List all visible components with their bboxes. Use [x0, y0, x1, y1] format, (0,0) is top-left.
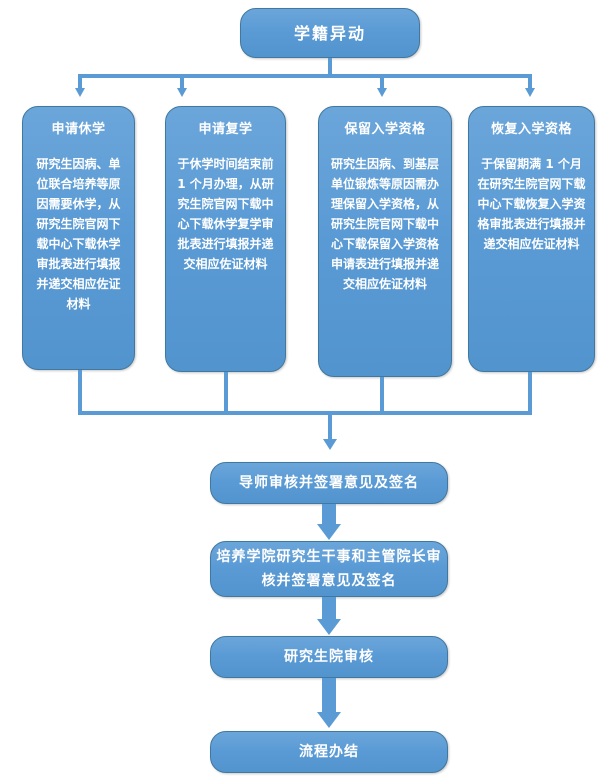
node-branch-4-title: 恢复入学资格: [490, 122, 572, 137]
connector-merge-riser-3: [380, 377, 384, 414]
node-branch-3-body: 研究生因病、到基层单位锻炼等原因需办理保留入学资格，从研究生院官网下载中心下载保…: [330, 157, 439, 291]
connector-branch-drop-3: [380, 74, 384, 90]
node-root-academic-status-change[interactable]: 学籍异动: [240, 8, 420, 58]
node-branch-2-title: 申请复学: [198, 122, 253, 137]
connector-merge-riser-4: [528, 372, 532, 414]
connector-root-stem: [328, 58, 332, 78]
connector-step1-to-step2: [322, 504, 336, 526]
connector-merge-stem: [328, 411, 332, 441]
connector-merge-riser-2: [224, 372, 228, 414]
arrow-branch-2: [177, 88, 187, 97]
arrow-merge-to-advisor: [323, 439, 337, 450]
arrow-branch-3: [377, 88, 387, 97]
node-step-2-label: 培养学院研究生干事和主管院长审核并签署意见及签名: [216, 549, 442, 589]
node-branch-retain-admission[interactable]: 保留入学资格 研究生因病、到基层单位锻炼等原因需办理保留入学资格，从研究生院官网…: [318, 106, 452, 377]
node-step-advisor-review[interactable]: 导师审核并签署意见及签名: [210, 462, 448, 504]
connector-merge-riser-1: [78, 370, 82, 414]
node-branch-1-body: 研究生因病、单位联合培养等原因需要休学，从研究生院官网下载中心下载休学审批表进行…: [36, 157, 121, 311]
node-step-3-label: 研究生院审核: [284, 649, 374, 665]
node-branch-apply-suspension[interactable]: 申请休学 研究生因病、单位联合培养等原因需要休学，从研究生院官网下载中心下载休学…: [22, 106, 135, 370]
arrow-branch-1: [75, 88, 85, 97]
connector-branch-bar: [78, 74, 530, 78]
connector-step2-to-step3: [322, 597, 336, 621]
connector-merge-bar: [78, 411, 532, 415]
connector-branch-drop-2: [180, 74, 184, 90]
node-branch-2-body: 于休学时间结束前 1 个月办理，从研究生院官网下载中心下载休学复学审批表进行填报…: [177, 157, 274, 271]
arrow-step3-to-step4: [317, 712, 341, 728]
arrow-step2-to-step3: [317, 619, 341, 635]
node-branch-apply-resumption[interactable]: 申请复学 于休学时间结束前 1 个月办理，从研究生院官网下载中心下载休学复学审批…: [165, 106, 286, 372]
connector-branch-drop-1: [78, 74, 82, 90]
node-step-process-complete[interactable]: 流程办结: [210, 731, 448, 773]
connector-branch-drop-4: [528, 74, 532, 90]
node-step-4-label: 流程办结: [299, 744, 359, 760]
node-branch-1-title: 申请休学: [51, 122, 106, 137]
node-step-1-label: 导师审核并签署意见及签名: [239, 475, 419, 491]
node-branch-4-body: 于保留期满 1 个月在研究生院官网下载中心下载恢复入学资格审批表进行填报并递交相…: [477, 157, 586, 251]
node-step-college-review[interactable]: 培养学院研究生干事和主管院长审核并签署意见及签名: [210, 541, 448, 597]
node-branch-restore-admission[interactable]: 恢复入学资格 于保留期满 1 个月在研究生院官网下载中心下载恢复入学资格审批表进…: [468, 106, 595, 372]
arrow-branch-4: [525, 88, 535, 97]
node-root-label: 学籍异动: [293, 23, 366, 43]
connector-step3-to-step4: [322, 678, 336, 714]
node-step-graduate-school-review[interactable]: 研究生院审核: [210, 636, 448, 678]
arrow-step1-to-step2: [317, 524, 341, 540]
node-branch-3-title: 保留入学资格: [344, 122, 426, 137]
